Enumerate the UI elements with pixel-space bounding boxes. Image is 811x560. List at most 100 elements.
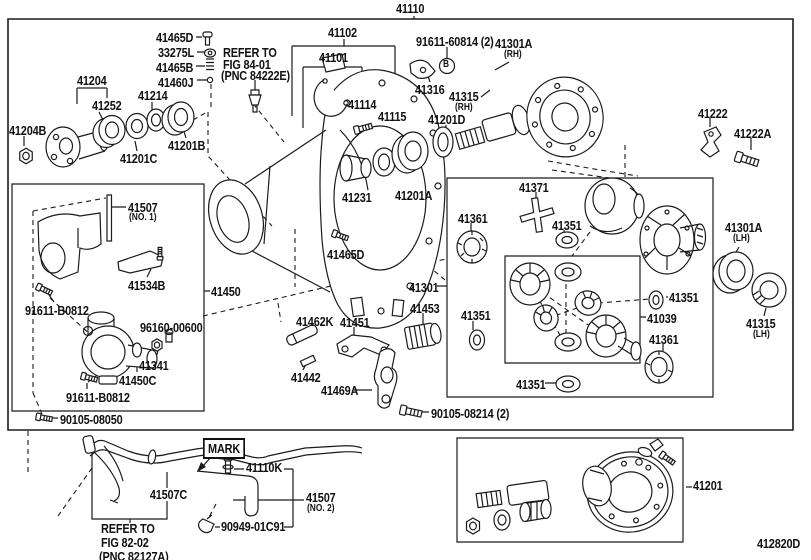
part-label-41450c-48: 41450C	[119, 373, 157, 388]
part-label--lh--57: (LH)	[733, 233, 750, 244]
part-label-41361-54: 41361	[649, 332, 679, 347]
part-label-41460j-4: 41460J	[158, 75, 194, 90]
part-label-41201a-27: 41201A	[395, 188, 433, 203]
side-bearings-lh	[713, 252, 786, 307]
actuator-rod	[107, 195, 112, 241]
sensor-plug-icon	[249, 90, 261, 112]
part-label-90949-01c91-68: 90949-01C91	[221, 519, 286, 534]
part-label-41361-31: 41361	[458, 211, 488, 226]
part-label-41039-53: 41039	[647, 311, 677, 326]
part-label-41451-38: 41451	[340, 315, 370, 330]
part-label-41301a-18: 41301A	[495, 36, 533, 51]
bearing-lock-parts	[701, 127, 761, 169]
part-label-41204-8: 41204	[77, 73, 107, 88]
part-label-96160-00600-46: 96160-00600	[140, 320, 203, 335]
spring-icon	[206, 59, 214, 70]
part-label-41450-34: 41450	[211, 284, 241, 299]
actuator-motor	[82, 312, 157, 384]
actuator-bracket	[118, 246, 163, 273]
drive-pinion-nut	[19, 147, 33, 165]
part-label-41252-9: 41252	[92, 98, 122, 113]
breather-tube-parts	[197, 456, 258, 533]
small-hardware-icons	[203, 32, 261, 112]
ring-gear-drawing	[580, 444, 681, 540]
part-label-41315-21: 41315	[449, 89, 479, 104]
pinion-gear-right	[572, 287, 605, 318]
part-label-91611-b0812-49: 91611-B0812	[66, 390, 130, 405]
part-label--rh--19: (RH)	[504, 49, 522, 60]
part-label-41231-26: 41231	[342, 190, 372, 205]
final-gear-kit-parts	[465, 439, 681, 540]
part-label-41201-69: 41201	[693, 478, 723, 493]
add-actuator-parts	[34, 195, 173, 424]
part-label-41114-23: 41114	[348, 97, 377, 112]
part-label-41301-35: 41301	[409, 280, 439, 295]
side-gear-lower	[586, 315, 641, 360]
bolt-callout-circle	[440, 59, 455, 74]
diff-case-drawing	[585, 178, 644, 234]
part-label--pnc-82127a--63: (PNC 82127A)	[99, 549, 169, 560]
ring-gear-flange-drawing	[640, 206, 706, 274]
part-label-41507-66: 41507	[306, 490, 336, 505]
part-label-41315-58: 41315	[746, 316, 776, 331]
differential-case-box	[447, 178, 713, 397]
shift-mechanism-parts	[285, 228, 442, 420]
part-label--lh--59: (LH)	[753, 329, 770, 340]
part-label-41465d-1: 41465D	[156, 30, 194, 45]
part-label--no-2--67: (NO. 2)	[307, 503, 335, 514]
companion-flange-drawing	[19, 102, 194, 167]
part-label-41453-36: 41453	[410, 301, 440, 316]
part-label-41351-52: 41351	[669, 290, 699, 305]
pinion-spacer	[520, 500, 551, 522]
part-label-91611-60814-2--16: 91611-60814 (2)	[416, 34, 494, 49]
part-label-41115-24: 41115	[378, 109, 407, 124]
part-label-41469a-40: 41469A	[321, 383, 359, 398]
drive-pinion-ring-gear-drawing	[455, 69, 611, 165]
part-label-41442-39: 41442	[291, 370, 321, 385]
breather-plug-icon	[203, 32, 212, 45]
part-label-41110-0: 41110	[396, 1, 425, 16]
part-label-90105-08214-2--41: 90105-08214 (2)	[431, 406, 510, 421]
clip-ring-icon	[205, 49, 216, 57]
part-label-41201c-12: 41201C	[120, 151, 158, 166]
part-label-41465d-33: 41465D	[327, 247, 365, 262]
part-label-41301a-56: 41301A	[725, 220, 763, 235]
part-label-41351-32: 41351	[552, 218, 582, 233]
part-label-fig-84-01-6: FIG 84-01	[223, 57, 271, 72]
actuator-shield	[38, 213, 101, 279]
part-label-41462k-37: 41462K	[296, 314, 334, 329]
differential-case-parts	[457, 178, 706, 392]
part-label-33275l-2: 33275L	[158, 45, 195, 60]
companion-hardware	[636, 439, 677, 467]
shift-lever	[374, 349, 397, 408]
final-gear-kit-box	[457, 438, 683, 542]
part-label-41316-20: 41316	[415, 82, 445, 97]
part-label-b-17: B	[443, 59, 450, 70]
pinion-gear-left	[531, 302, 561, 333]
part-label-412820d-70: 412820D	[757, 536, 801, 551]
part-label-41102-14: 41102	[328, 25, 357, 40]
part-label-41465b-3: 41465B	[156, 60, 194, 75]
part-label--no-1--43: (NO. 1)	[129, 212, 157, 223]
bearing-cap-parts	[314, 54, 454, 181]
o-ring	[133, 343, 142, 357]
part-label--pnc-84222e--7: (PNC 84222E)	[221, 68, 290, 83]
clutch-hub-sleeve	[404, 322, 442, 350]
part-label-41201b-13: 41201B	[168, 138, 206, 153]
part-label-41204b-11: 41204B	[9, 123, 47, 138]
part-label-41341-47: 41341	[139, 358, 169, 373]
part-label-fig-82-02-62: FIG 82-02	[101, 535, 149, 550]
frame-boxes	[8, 19, 793, 542]
part-label-41351-55: 41351	[516, 377, 546, 392]
tube-clip	[199, 515, 214, 533]
part-label-41507c-60: 41507C	[149, 487, 188, 502]
part-label-41101-15: 41101	[319, 50, 348, 65]
drive-pinion-drawing	[476, 464, 615, 509]
spring-pin	[300, 355, 315, 366]
part-label-41110k-65: 41110K	[246, 460, 283, 475]
side-gear-upper	[510, 263, 550, 305]
part-label-41214-10: 41214	[138, 88, 168, 103]
add-actuator-box	[12, 184, 204, 411]
